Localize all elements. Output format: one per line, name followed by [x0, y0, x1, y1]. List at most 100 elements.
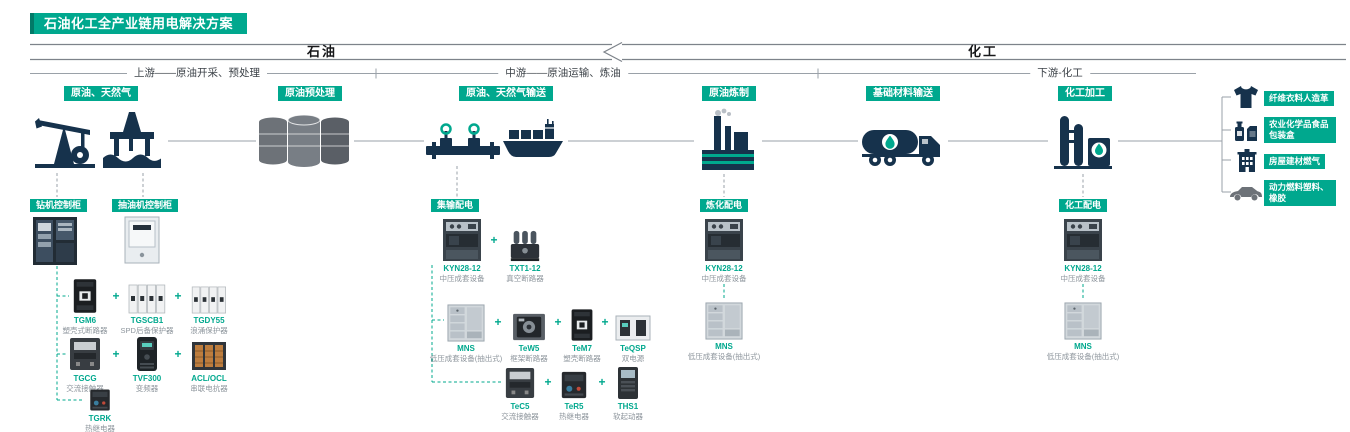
product-desc: 变频器 [135, 384, 159, 393]
spd-device-image [128, 284, 166, 314]
plus-separator: + [174, 289, 182, 303]
product-name: MNS [715, 342, 733, 351]
product-desc: 中压成套设备 [1060, 274, 1106, 283]
plus-separator: + [554, 315, 562, 329]
product-desc: 塑壳断路器 [563, 354, 601, 363]
product-desc: 塑壳式断路器 [62, 326, 108, 335]
plus-separator: + [112, 289, 120, 303]
page-title: 石油化工全产业链用电解决方案 [30, 13, 248, 34]
product-card-kyn28-refining: KYN28-12 中压成套设备 [694, 216, 754, 283]
badge-refining: 原油炼制 [702, 86, 756, 101]
product-desc: 框架断路器 [510, 354, 548, 363]
vacuum-breaker-image [507, 228, 543, 262]
product-desc: 双电源 [621, 354, 645, 363]
product-desc: 交流接触器 [501, 412, 539, 421]
product-desc: 中压成套设备 [701, 274, 747, 283]
product-name: TeW5 [518, 344, 540, 353]
product-card-tgrk: TGRK 热继电器 [70, 386, 130, 432]
vfd-device-image [134, 336, 160, 372]
product-card-teqsp: TeQSP 双电源 [605, 306, 661, 363]
product-card-tgm6: TGM6 塑壳式断路器 [55, 276, 115, 335]
badge-crude-gas: 原油、天然气 [64, 86, 138, 101]
plus-separator: + [544, 375, 552, 389]
ats-device-image [615, 314, 651, 342]
contactor-device-image [68, 336, 102, 372]
product-desc: 中压成套设备 [439, 274, 485, 283]
mv-switchgear-image [442, 218, 482, 262]
product-name: TGM6 [73, 316, 97, 325]
mccb-device-image [71, 278, 99, 314]
product-card-tgscb1: TGSCB1 SPD后备保护器 [117, 276, 177, 335]
product-card-tec5: TeC5 交流接触器 [492, 364, 548, 421]
tanker-truck-icon [862, 124, 944, 168]
lv-switchgear-image [705, 302, 743, 340]
product-name: MNS [457, 344, 475, 353]
drill-cabinet-image [32, 216, 78, 266]
thermal-relay-image [87, 388, 113, 412]
lv-switchgear-image [446, 304, 486, 342]
end-product-fuel: 动力燃料塑料、橡胶 [1264, 180, 1336, 206]
badge-pretreatment: 原油预处理 [278, 86, 342, 101]
product-name: TeQSP [620, 344, 646, 353]
product-card-tvf300: TVF300 变频器 [117, 334, 177, 393]
product-desc: 热继电器 [559, 412, 589, 421]
product-card-ter5: TeR5 热继电器 [546, 364, 602, 421]
pipeline-valves-icon [426, 122, 500, 164]
chemicals-icon [1233, 118, 1259, 142]
product-card-ths1: THS1 软起动器 [600, 364, 656, 421]
product-name: MNS [1074, 342, 1092, 351]
product-card-mns-gathering: MNS 低压成套设备(抽出式) [421, 302, 511, 363]
stage-upstream: 上游——原油开采、预处理 [127, 67, 267, 80]
soft-starter-image [616, 366, 640, 400]
product-desc: 热继电器 [85, 424, 115, 432]
oil-tanks-icon [258, 114, 350, 168]
mv-switchgear-image [704, 218, 744, 262]
product-card-aclocl: ACL/OCL 串联电抗器 [179, 334, 239, 393]
product-name: TGCG [73, 374, 97, 383]
product-name: TXT1-12 [509, 264, 541, 273]
product-card-mns-chemical: MNS 低压成套设备(抽出式) [1038, 300, 1128, 361]
product-desc: 真空断路器 [506, 274, 544, 283]
reactor-device-image [191, 340, 227, 372]
product-name: TGSCB1 [130, 316, 164, 325]
panel-refining-power: 炼化配电 [700, 199, 749, 212]
product-card-tem7: TeM7 塑壳断路器 [554, 302, 610, 363]
product-card-tgcg: TGCG 交流接触器 [55, 334, 115, 393]
product-card-mns-refining: MNS 低压成套设备(抽出式) [679, 300, 769, 361]
panel-chemical-power: 化工配电 [1059, 199, 1108, 212]
product-name: TVF300 [132, 374, 162, 383]
product-desc: 低压成套设备(抽出式) [1046, 352, 1120, 361]
pump-cabinet-image [124, 216, 160, 264]
product-name: ACL/OCL [191, 374, 227, 383]
product-name: KYN28-12 [443, 264, 481, 273]
product-name: TeR5 [564, 402, 584, 411]
end-product-fiber: 纤维衣料人造革 [1264, 91, 1334, 106]
panel-gathering-power: 集输配电 [431, 199, 480, 212]
product-desc: 交流接触器 [66, 384, 104, 393]
section-petroleum: 石油 [306, 44, 338, 59]
badge-materials: 基础材料输送 [866, 86, 940, 101]
plus-separator: + [601, 315, 609, 329]
product-name: THS1 [617, 402, 639, 411]
product-card-kyn28-chemical: KYN28-12 中压成套设备 [1053, 216, 1113, 283]
product-card-kyn28-gathering: KYN28-12 中压成套设备 [432, 216, 492, 283]
panel-pump-control: 抽油机控制柜 [112, 199, 179, 212]
tshirt-icon [1233, 85, 1259, 109]
product-desc: 低压成套设备(抽出式) [429, 354, 503, 363]
product-desc: 串联电抗器 [190, 384, 228, 393]
product-desc: 低压成套设备(抽出式) [687, 352, 761, 361]
product-name: TGDY55 [193, 316, 225, 325]
product-name: TGRK [88, 414, 112, 423]
mv-switchgear-image [1063, 218, 1103, 262]
acb-device-image [511, 312, 547, 342]
badge-processing: 化工加工 [1058, 86, 1112, 101]
product-name: KYN28-12 [705, 264, 743, 273]
stage-midstream: 中游——原油运输、炼油 [498, 67, 628, 80]
product-name: KYN28-12 [1064, 264, 1102, 273]
stage-downstream: 下游-化工 [1030, 67, 1090, 80]
surge-protector-image [191, 286, 227, 314]
product-card-tew5: TeW5 框架断路器 [501, 304, 557, 363]
badge-transport: 原油、天然气输送 [459, 86, 553, 101]
plus-separator: + [494, 315, 502, 329]
